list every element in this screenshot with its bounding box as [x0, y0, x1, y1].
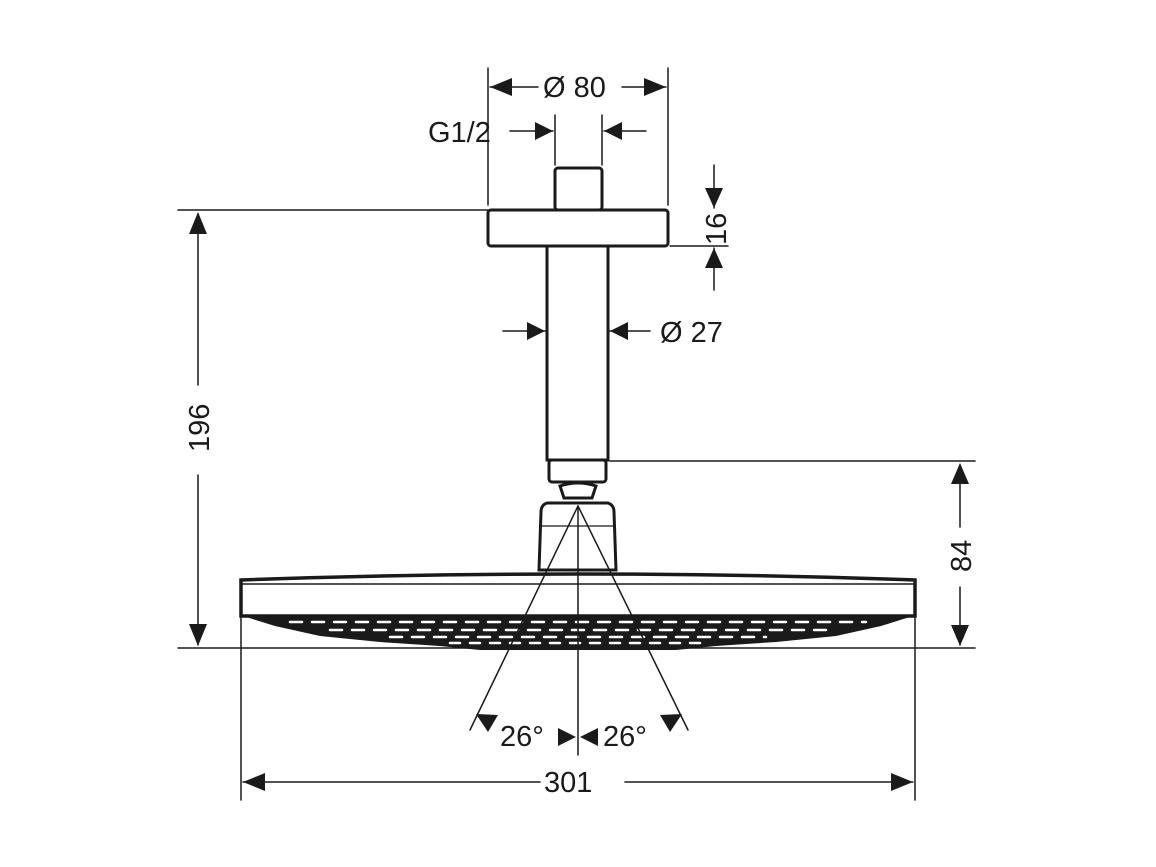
ceiling-flange	[486, 208, 670, 248]
ball-joint	[558, 481, 598, 500]
spray-angle-left-label: 26°	[500, 721, 544, 753]
flange-height-label: 16	[701, 213, 733, 245]
arm-diameter-label: Ø 27	[660, 317, 723, 349]
ceiling-arm	[545, 244, 610, 462]
thread-nipple	[553, 166, 604, 212]
thread-label: G1/2	[428, 117, 491, 149]
total-height-label: 196	[184, 404, 216, 452]
spray-angle-right-label: 26°	[603, 721, 647, 753]
flange-diameter-label: Ø 80	[543, 72, 606, 104]
head-height-label: 84	[946, 540, 978, 572]
head-diameter-label: 301	[544, 767, 592, 799]
